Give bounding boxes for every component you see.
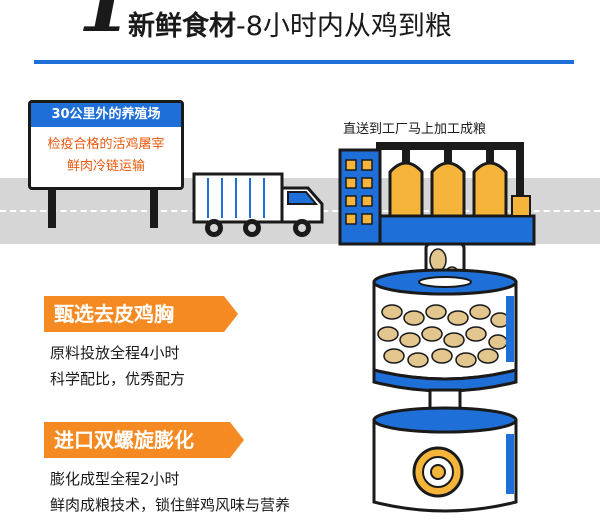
sign-line-2: 鲜肉冷链运输 [66, 159, 145, 174]
sign-headline: 30公里外的养殖场 [31, 103, 181, 127]
step-number: 1 [78, 0, 133, 50]
section-title-1: 甄选去皮鸡胸 [44, 296, 224, 332]
truck-icon [192, 172, 324, 237]
sign-post-left [48, 178, 56, 228]
extruder-icon [372, 406, 518, 513]
sign-post-right [150, 178, 158, 228]
farm-sign: 30公里外的养殖场 检疫合格的活鸡屠宰 鲜肉冷链运输 [28, 100, 184, 190]
sign-line-1: 检疫合格的活鸡屠宰 [47, 137, 165, 152]
machine-hopper-icon [372, 242, 518, 513]
section-badge-tip-1 [224, 296, 238, 332]
factory-icon [338, 142, 536, 246]
page-title: 新鲜食材-8小时内从鸡到粮 [128, 4, 452, 43]
section-2-line-2: 鲜肉成粮技术，锁住鲜鸡风味与营养 [50, 496, 291, 514]
title-rest: -8小时内从鸡到粮 [236, 11, 452, 42]
section-title-2: 进口双螺旋膨化 [44, 422, 230, 458]
header-divider [34, 60, 574, 64]
section-1-line-1: 原料投放全程4小时 [50, 344, 180, 362]
section-badge-tip-2 [230, 422, 244, 458]
section-1-line-2: 科学配比，优秀配方 [50, 370, 186, 388]
factory-label: 直送到工厂马上加工成粮 [343, 122, 487, 137]
title-bold: 新鲜食材 [128, 11, 236, 42]
section-2-line-1: 膨化成型全程2小时 [50, 470, 180, 488]
